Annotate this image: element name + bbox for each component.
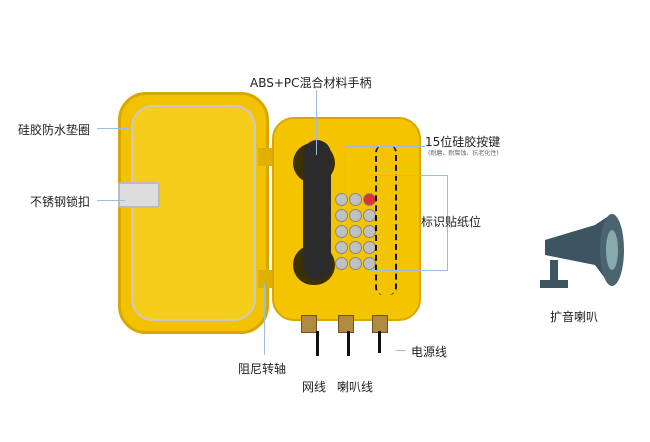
network-cable (316, 331, 319, 356)
leader-line (316, 90, 317, 155)
key (349, 257, 362, 270)
leader-line (97, 200, 125, 201)
leader-line (370, 175, 448, 176)
key (349, 209, 362, 222)
label-keys-note: (耐磨、耐腐蚀、抗老化性) (428, 150, 499, 157)
key (335, 209, 348, 222)
label-hinge: 阻尼转轴 (238, 362, 287, 376)
label-handset: ABS+PC混合材料手柄 (250, 76, 372, 90)
label-gasket: 硅胶防水垫圈 (18, 123, 91, 137)
leader-line (345, 146, 346, 196)
key (349, 225, 362, 238)
stainless-lock (118, 182, 160, 208)
key (335, 225, 348, 238)
key (349, 241, 362, 254)
leader-line (396, 350, 406, 351)
key (335, 241, 348, 254)
label-keys: 15位硅胶按键 (425, 135, 501, 149)
phone-door (118, 92, 269, 334)
coiled-cord (375, 145, 397, 295)
cable-gland (338, 315, 354, 333)
power-cable (378, 331, 381, 353)
leader-line (264, 283, 265, 355)
label-power: 电源线 (411, 345, 448, 359)
key (335, 193, 348, 206)
leader-line (97, 128, 129, 129)
cable-gland (301, 315, 317, 333)
leader-line (345, 146, 425, 147)
key (335, 257, 348, 270)
label-speaker-line: 喇叭线 (337, 380, 374, 394)
label-lock: 不锈钢锁扣 (30, 195, 91, 209)
label-speaker: 扩音喇叭 (550, 310, 599, 324)
label-network: 网线 (302, 380, 327, 394)
door-gasket (131, 105, 256, 321)
horn-speaker (540, 214, 624, 288)
hinge-top (258, 148, 272, 166)
leader-line (370, 270, 448, 271)
handset (303, 140, 331, 280)
speaker-cable (347, 331, 350, 356)
leader-line (447, 175, 448, 271)
label-sticker: 标识贴纸位 (421, 215, 482, 229)
keypad (335, 193, 376, 270)
hinge-bottom (258, 270, 272, 288)
key (349, 193, 362, 206)
